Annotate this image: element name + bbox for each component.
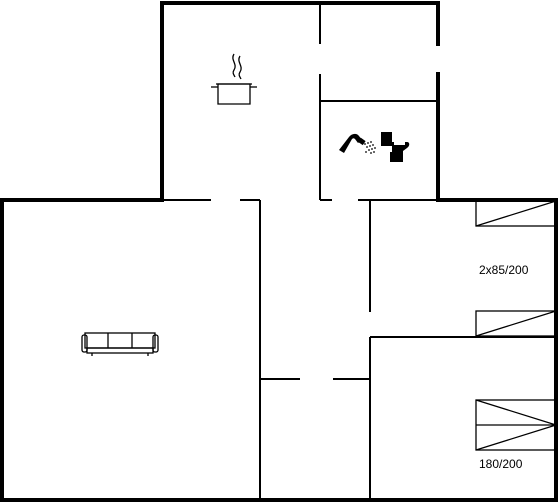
shower-icon [339,133,376,154]
interior-walls [162,3,556,500]
wall-lower-outline [0,72,558,502]
bed-icon [475,310,557,337]
wall-upper-outline [160,1,440,202]
double-bed-icon [475,399,557,451]
toilet-icon [381,132,410,162]
bed-icon [475,200,557,227]
cooking-pot-icon [211,53,257,105]
bedroom-2-bed-label: 180/200 [479,457,523,471]
bedroom-1-bed-label: 2x85/200 [479,263,529,277]
bedroom-2-bed: 180/200 [475,399,557,471]
sofa-icon [81,332,159,356]
bedroom-1-beds: 2x85/200 [475,200,557,337]
